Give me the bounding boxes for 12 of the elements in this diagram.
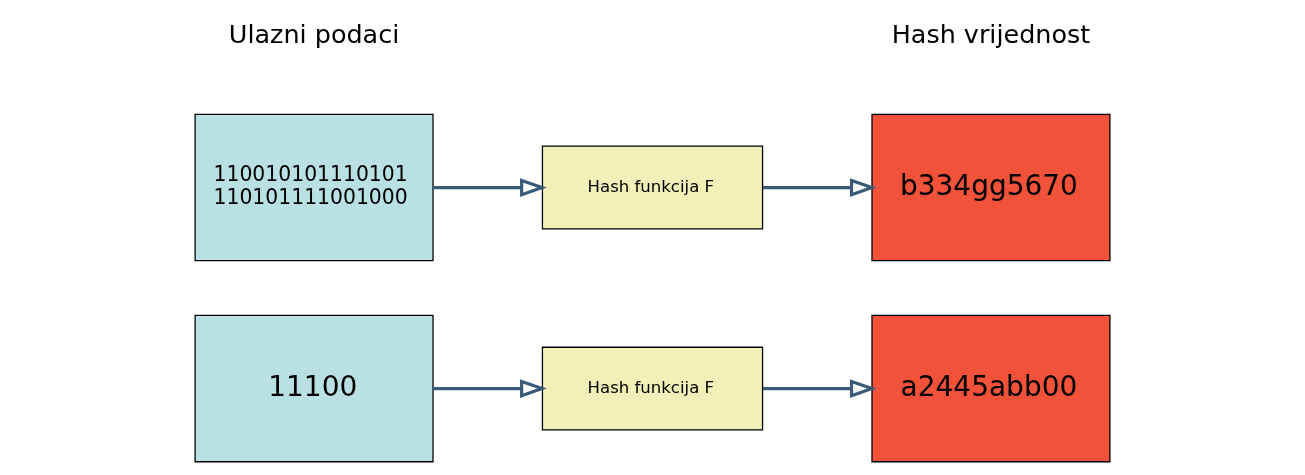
node-box: Hash funkcija F xyxy=(541,346,764,431)
label: Hash vrijednost xyxy=(891,18,1091,49)
label: Ulazni podaci xyxy=(228,18,400,49)
arrow xyxy=(762,178,877,197)
node-box: Hash funkcija F xyxy=(541,145,764,230)
node-box: 11100 xyxy=(194,314,434,463)
arrow xyxy=(433,178,547,197)
node-box: b334gg5670 xyxy=(871,113,1111,262)
node-box: 110010101110101 110101111001000 xyxy=(194,113,434,262)
arrow xyxy=(433,379,547,398)
node-box: a2445abb00 xyxy=(871,314,1111,463)
arrow xyxy=(762,379,877,398)
